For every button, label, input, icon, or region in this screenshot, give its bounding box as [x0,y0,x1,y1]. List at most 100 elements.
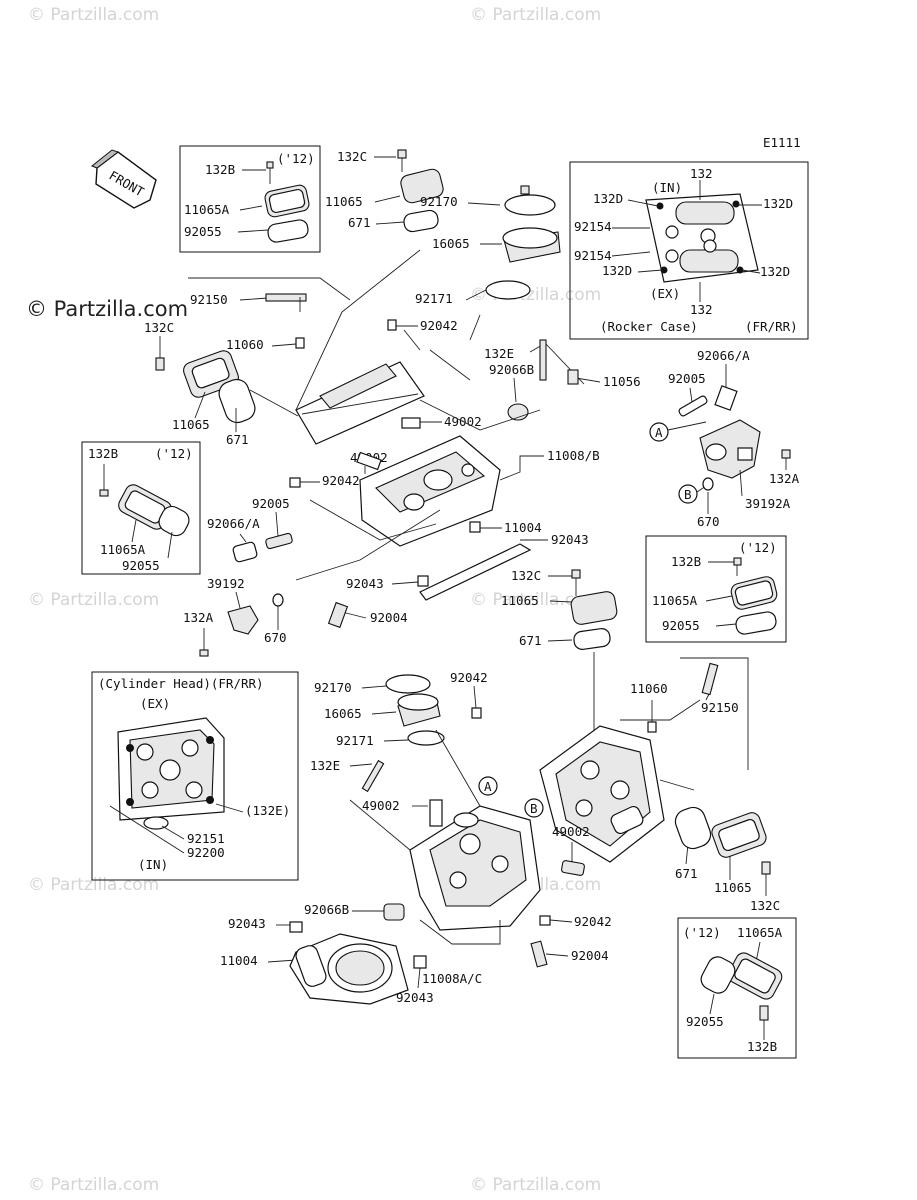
part-label: 132 [690,302,713,317]
part-label: 132B [205,162,235,177]
caption: (Cylinder Head)(FR/RR) [98,676,264,691]
ref-letter: A [655,425,663,440]
part-label: 92042 [574,914,612,929]
in-label: (IN) [652,180,682,195]
part-label: 11008/B [547,448,600,463]
part-label: 132D [760,264,790,279]
part-label: 92154 [574,248,612,263]
part-label: 39192 [207,576,245,591]
watermark: © Partzilla.com [28,5,159,25]
part-label: 132E [484,346,514,361]
part-label: 92170 [314,680,352,695]
part-label: 132A [183,610,214,625]
part-label: 11065A [737,925,783,940]
part-label: 92154 [574,219,612,234]
part-label: 39192A [745,496,791,511]
part-label: 671 [226,432,249,447]
part-label: 92043 [396,990,434,1005]
part-label: 132D [602,263,632,278]
part-label: 16065 [432,236,470,251]
part-label: 92066B [489,362,534,377]
year-label: ('12) [277,151,315,166]
watermark: © Partzilla.com [470,590,601,610]
part-label: 132 [690,166,713,181]
part-label: 670 [697,514,720,529]
year-label: ('12) [739,540,777,555]
part-label: 132B [671,554,701,569]
part-label: 11065 [325,194,363,209]
part-label: 92042 [450,670,488,685]
year-label: ('12) [683,925,721,940]
part-label: 11008A/C [422,971,482,986]
in-label: (IN) [138,857,168,872]
part-label: 92004 [370,610,408,625]
part-label: 132C [750,898,780,913]
box-rocker-case: 132 (IN) 132D 132D 92154 92154 132D 132D… [569,161,809,340]
part-label: 11065 [714,880,752,895]
diagram-id: E1111 [763,135,801,150]
ref-letter: A [484,779,492,794]
part-label: 132B [88,446,118,461]
front-cylinder-head-assembly: 92170 16065 92171 92042 132E A B 49002 1… [310,657,780,931]
part-label: 92043 [346,576,384,591]
part-label: 132D [593,191,623,206]
part-label: 92043 [551,532,589,547]
fr-rr-label: (FR/RR) [745,319,798,334]
part-label: 92055 [662,618,700,633]
part-label: 92171 [415,291,453,306]
left-middle-parts: 92005 92066/A 11004 92043 39192 92043 92… [183,496,589,657]
part-label: 92150 [701,700,739,715]
caption: (Rocker Case) [600,319,698,334]
ref-letter: B [684,487,692,502]
part-label: 132E [310,758,340,773]
part-label: 49002 [552,824,590,839]
part-label: 132A [769,471,800,486]
part-label: 92005 [252,496,290,511]
part-label: 671 [675,866,698,881]
box-year12-c: ('12) 132B 11065A 92055 [645,535,787,643]
part-label: 11065 [172,417,210,432]
part-label: 92004 [571,948,609,963]
part-label: 671 [519,633,542,648]
part-label: 92043 [228,916,266,931]
front-rocker-cover-parts: 132C 11065 671 [501,568,618,730]
upper-rear-rocker-parts: 132C 11065 671 92170 16065 92150 132C 11… [144,149,561,447]
part-label: 92042 [420,318,458,333]
box-year12-b: ('12) 132B 11065A 92055 [81,441,201,575]
part-label: 92055 [184,224,222,239]
part-label: 92171 [336,733,374,748]
part-label: 11065A [100,542,146,557]
ref-letter-a-icon [649,422,669,442]
part-label: 11056 [603,374,641,389]
part-label: 92151 [187,831,225,846]
box-cylinder-head: (Cylinder Head)(FR/RR) (EX) (132E) 92151… [91,671,299,881]
box-year12-a: ('12) 132B 11065A 92055 [179,145,321,253]
ref-letter-a-icon [478,776,498,796]
ref-letter-b-icon [678,484,698,504]
part-label: 11060 [226,337,264,352]
part-label: 92150 [190,292,228,307]
part-label: 92066/A [207,516,260,531]
part-label: 92055 [122,558,160,573]
part-label: 132C [337,149,367,164]
watermark: © Partzilla.com [28,875,159,895]
watermark: © Partzilla.com [28,1175,159,1195]
part-label: 671 [348,215,371,230]
part-label: 92066B [304,902,349,917]
part-label: 11065A [184,202,230,217]
ex-label: (EX) [650,286,680,301]
ex-label: (EX) [140,696,170,711]
ref-letter: B [530,801,538,816]
ref-letter-b-icon [524,798,544,818]
part-label: 11065 [501,593,539,608]
part-label: 132C [511,568,541,583]
rear-cylinder-head-assembly: 132E 11056 92066B 49002 49002 11008/B 92… [289,314,641,547]
part-label: 92200 [187,845,225,860]
part-label: 132B [747,1039,777,1054]
lower-gasket-parts: 92043 92066B 11004 92043 11008A/C 92042 … [220,902,612,1005]
right-middle-parts: 92066/A 92005 A 132A B 670 39192A [649,348,800,529]
part-label: 11060 [630,681,668,696]
part-label: 92005 [668,371,706,386]
front-arrow-icon: FRONT [91,149,157,209]
